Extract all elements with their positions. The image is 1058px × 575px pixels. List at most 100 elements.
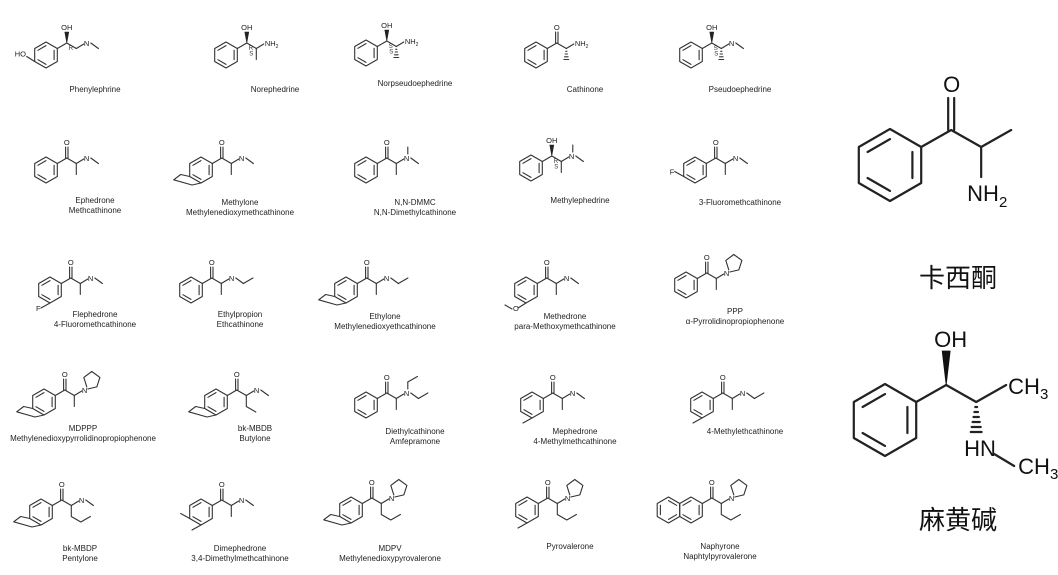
amine-bond — [230, 500, 240, 507]
naphthalene-ring — [656, 496, 681, 524]
oxygen-label: O — [513, 304, 519, 313]
dioxole-ring — [13, 515, 42, 528]
compound-alt-name: 4-Fluoromethcathinone — [53, 320, 137, 329]
side-chain — [361, 497, 382, 505]
compound-alt-name: Methylenedioxypyrovalerone — [339, 554, 441, 563]
dioxole-ring — [173, 173, 202, 186]
methyl-bond — [191, 524, 202, 531]
compound-name: Mephedrone — [552, 427, 598, 436]
compound-name: MDPV — [378, 544, 402, 553]
compound-name: bk-MBDP — [62, 544, 98, 553]
stereo-label: S — [389, 44, 393, 50]
n-alkyl-bond — [390, 277, 399, 285]
amine-bond — [395, 393, 405, 400]
fluorine-label: F — [36, 304, 41, 313]
benzene-ring — [34, 156, 58, 184]
nitrogen-label: N — [84, 39, 89, 48]
svg-text:NH2: NH2 — [967, 181, 1007, 211]
propyl-chain — [380, 502, 401, 521]
n-alkyl-bond — [735, 42, 744, 50]
oxygen-label: O — [384, 373, 390, 382]
nitrogen-label: N — [570, 389, 575, 398]
n-alkyl-bond — [245, 157, 254, 165]
side-chain — [51, 499, 72, 507]
methyl-bond — [692, 417, 703, 424]
structure-drawing: ON — [674, 253, 743, 299]
amine-bond — [245, 390, 255, 397]
featured-cathinone-title: 卡西酮 — [918, 264, 997, 294]
nitrogen-label: N — [404, 154, 409, 163]
compound-caption: Methylephedrine — [505, 196, 655, 206]
nitrogen-label: N — [740, 389, 745, 398]
compound-caption: 4-Methylethcathinone — [670, 427, 820, 437]
compound-caption: Phenylephrine — [20, 85, 170, 95]
amine-bond — [731, 393, 741, 400]
amine-bond — [73, 390, 83, 397]
oxygen-label: O — [68, 258, 74, 267]
dioxole-ring — [323, 513, 352, 526]
oxygen-label: O — [62, 370, 68, 379]
benzene-ring — [204, 388, 228, 416]
stereo-wedge — [64, 31, 70, 44]
amine-bond — [75, 43, 85, 50]
benzene-ring — [339, 496, 363, 524]
oxygen-label: O — [369, 478, 375, 487]
amine-bond — [720, 498, 730, 505]
side-chain — [60, 277, 81, 285]
oxygen-label: O — [234, 370, 240, 379]
oxygen-label: O — [59, 480, 65, 489]
nitrogen-label: N — [84, 154, 89, 163]
nitrogen-label: N — [724, 269, 729, 278]
n-alkyl-bond — [85, 499, 94, 507]
stereo-wedge — [709, 31, 715, 44]
benzene-ring — [514, 276, 538, 304]
benzene-ring — [519, 154, 543, 182]
structure-drawing: ON — [179, 258, 254, 304]
compound-alt-name: Ethcathinone — [216, 320, 264, 329]
hydroxy-label: OH — [241, 23, 252, 32]
compound-name: Methylone — [221, 198, 259, 207]
side-chain — [536, 277, 557, 285]
amine-label: NH2 — [265, 39, 279, 50]
compound-name: Methylephedrine — [550, 196, 610, 205]
n-alkyl-bond — [576, 392, 585, 400]
amine-bond — [565, 43, 575, 50]
side-chain — [712, 392, 733, 400]
compound-alt-name: Methylenedioxymethcathinone — [185, 208, 295, 217]
compound-name: Flephedrone — [72, 310, 118, 319]
amine-bond — [560, 156, 570, 163]
amine-bond — [715, 273, 725, 280]
n-alkyl-bond — [410, 157, 419, 165]
structure-drawing: ON — [318, 258, 409, 306]
n-alkyl-bond — [90, 157, 99, 165]
compound-name: 4-Methylethcathinone — [706, 427, 784, 436]
stereo-wedge — [549, 144, 555, 157]
amine-bond — [375, 278, 385, 285]
hydroxy-label: OH — [546, 136, 557, 145]
oxygen-label: O — [704, 253, 710, 262]
n-alkyl-bond — [245, 499, 254, 507]
pyrrolidine-ring — [730, 478, 748, 498]
stereo-label: S — [249, 52, 253, 58]
